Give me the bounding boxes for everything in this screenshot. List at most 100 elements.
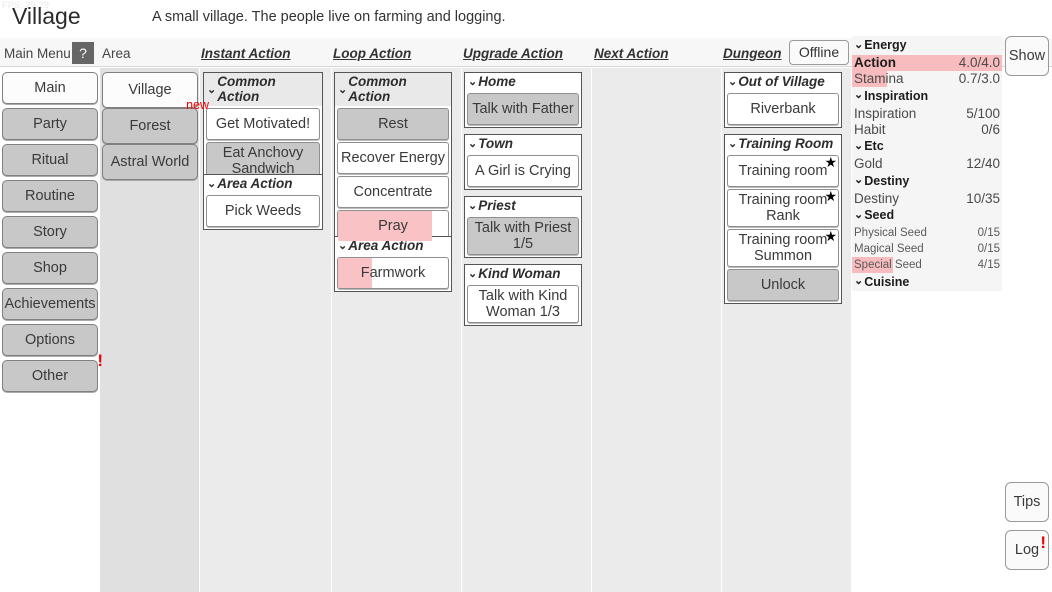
stat-category-seed[interactable]: ⌄Seed (852, 206, 1002, 225)
button-label: Talk with Kind Woman 1/3 (478, 287, 568, 320)
dungeon-group-header-out-of-village[interactable]: ⌄Out of Village (725, 73, 841, 91)
loop-action-group-header-area-action[interactable]: ⌄Area Action (335, 237, 451, 255)
stat-value: 4.0/4.0 (958, 55, 1000, 70)
stat-value: 5/100 (966, 105, 1000, 121)
menu-item-label: Story (33, 224, 67, 240)
stat-category-cuisine[interactable]: ⌄Cuisine (852, 273, 1002, 292)
group-title: Training Room (738, 136, 834, 151)
upgrade-action-group-header-priest[interactable]: ⌄Priest (465, 197, 581, 215)
stat-category-etc[interactable]: ⌄Etc (852, 137, 1002, 156)
area-item-astral-world[interactable]: Astral World (102, 144, 198, 180)
menu-item-story[interactable]: Story (2, 216, 98, 248)
stat-value: 0/15 (977, 242, 1000, 255)
stat-row-destiny: Destiny 10/35 (852, 190, 1002, 206)
area-item-village[interactable]: Village (102, 72, 198, 108)
column-header-upgrade-action[interactable]: Upgrade Action (463, 46, 564, 61)
upgrade-action-group-header-home[interactable]: ⌄Home (465, 73, 581, 91)
star-icon: ★ (824, 155, 837, 170)
stat-category-label: Cuisine (864, 274, 910, 289)
stat-name: Habit (854, 121, 886, 137)
dungeon-button-training-room-rank[interactable]: Training room Rank★ (727, 189, 839, 227)
column-header-instant-action[interactable]: Instant Action (201, 46, 291, 61)
menu-item-label: Party (33, 116, 67, 132)
menu-item-label: Main (34, 80, 66, 96)
upgrade-action-button-talk-with-father[interactable]: Talk with Father (467, 93, 579, 125)
button-label: Pick Weeds (224, 202, 302, 219)
stat-category-inspiration[interactable]: ⌄Inspiration (852, 87, 1002, 106)
tips-button[interactable]: Tips (1005, 482, 1049, 522)
button-label: Training room Summon (738, 231, 828, 264)
instant-action-group-header-common-action[interactable]: ⌄Common Action (204, 73, 322, 106)
menu-item-party[interactable]: Party (2, 108, 98, 140)
menu-item-main[interactable]: Main (2, 72, 98, 104)
column-header-next-action[interactable]: Next Action (594, 46, 669, 61)
column-header-dungeon[interactable]: Dungeon (723, 46, 782, 61)
help-button[interactable]: ? (72, 42, 94, 64)
dungeon-group-header-training-room[interactable]: ⌄Training Room (725, 135, 841, 153)
instant-action-button-eat-anchovy-sandwich[interactable]: Eat Anchovy Sandwich (206, 142, 320, 180)
stat-category-destiny[interactable]: ⌄Destiny (852, 172, 1002, 191)
column-header-loop-action[interactable]: Loop Action (333, 46, 412, 61)
stat-category-label: Seed (864, 208, 895, 222)
menu-item-label: Routine (25, 188, 75, 204)
upgrade-action-button-talk-with-priest-1-5[interactable]: Talk with Priest 1/5 (467, 217, 579, 255)
menu-alert-badge: ! (97, 351, 103, 370)
button-label: Get Motivated! (215, 115, 311, 132)
log-button[interactable]: Log ! (1005, 530, 1049, 570)
chevron-down-icon: ⌄ (728, 138, 738, 150)
menu-item-options[interactable]: Options (2, 324, 98, 356)
next-action-column (592, 68, 722, 592)
button-label: Unlock (760, 276, 806, 293)
menu-item-other[interactable]: Other! (2, 352, 103, 392)
dungeon-button-unlock[interactable]: Unlock (727, 269, 839, 301)
menu-item-achievements[interactable]: Achievements (2, 288, 98, 320)
upgrade-action-button-a-girl-is-crying[interactable]: A Girl is Crying (467, 155, 579, 187)
instant-action-button-get-motivated[interactable]: Get Motivated! (206, 108, 320, 140)
stat-value: 10/35 (966, 190, 1000, 206)
button-label: Training room (738, 162, 828, 179)
dungeon-button-riverbank[interactable]: Riverbank (727, 93, 839, 125)
button-label: A Girl is Crying (475, 162, 571, 179)
stat-name: Stamina (854, 71, 904, 86)
loop-action-button-farmwork[interactable]: Farmwork (337, 257, 449, 289)
dungeon-button-training-room-summon[interactable]: Training room Summon★ (727, 229, 839, 267)
menu-item-shop[interactable]: Shop (2, 252, 98, 284)
chevron-down-icon: ⌄ (468, 138, 478, 150)
upgrade-action-group-items: Talk with Kind Woman 1/3 (465, 285, 581, 325)
upgrade-action-group-header-kind-woman[interactable]: ⌄Kind Woman (465, 265, 581, 283)
menu-item-routine[interactable]: Routine (2, 180, 98, 212)
area-item-label: Astral World (110, 154, 190, 170)
chevron-down-icon: ⌄ (207, 83, 217, 96)
offline-button[interactable]: Offline (789, 40, 849, 65)
button-label: Eat Anchovy Sandwich (222, 144, 304, 177)
menu-item-ritual[interactable]: Ritual (2, 144, 98, 176)
upgrade-action-group-header-town[interactable]: ⌄Town (465, 135, 581, 153)
loop-action-group-header-common-action[interactable]: ⌄Common Action (335, 73, 451, 106)
chevron-down-icon: ⌄ (468, 268, 478, 280)
stat-name: Destiny (854, 190, 900, 206)
stat-name: Physical Seed (854, 226, 927, 239)
stat-category-label: Etc (864, 139, 884, 153)
instant-action-group-header-area-action[interactable]: ⌄Area Action (204, 175, 322, 193)
chevron-down-icon: ⌄ (468, 76, 478, 88)
dungeon-button-training-room[interactable]: Training room★ (727, 155, 839, 187)
column-header-area: Area (102, 46, 131, 61)
star-icon: ★ (824, 229, 837, 244)
group-title: Out of Village (738, 74, 825, 89)
loop-action-button-concentrate[interactable]: Concentrate (337, 176, 449, 208)
instant-action-button-pick-weeds[interactable]: Pick Weeds (206, 195, 320, 227)
stat-category-energy[interactable]: ⌄Energy (852, 36, 1002, 55)
loop-action-button-rest[interactable]: Rest (337, 108, 449, 140)
button-label: Concentrate (353, 183, 433, 200)
upgrade-action-button-talk-with-kind-woman-1-3[interactable]: Talk with Kind Woman 1/3 (467, 285, 579, 323)
show-button[interactable]: Show (1005, 36, 1049, 76)
loop-action-button-recover-energy[interactable]: Recover Energy (337, 142, 449, 174)
